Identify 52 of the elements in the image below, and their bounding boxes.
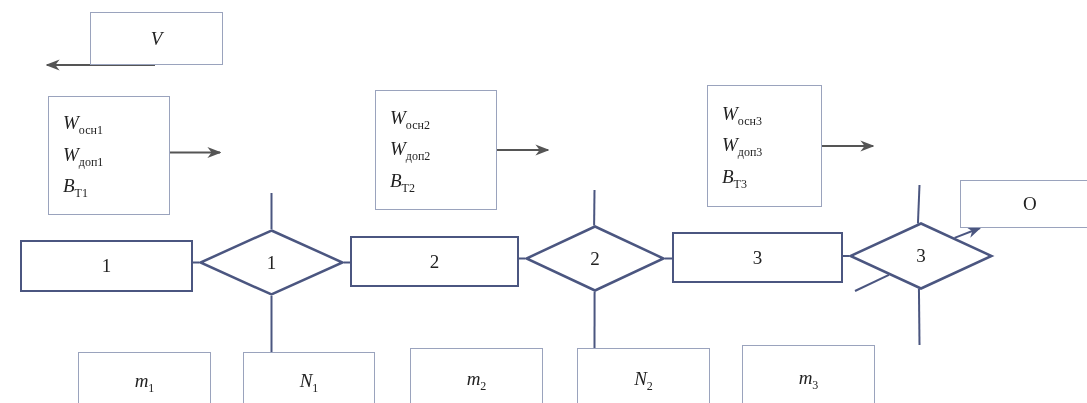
arrow [169,146,222,159]
variable-label: 3 [752,245,763,270]
text-box [78,352,211,403]
variable-label: 2 [429,249,440,274]
text-box [375,90,497,210]
variable-label: W$_{осн1}$ [63,111,103,140]
connector-line [664,257,673,260]
arrow [953,227,982,239]
variable-label: B$_{Т1}$ [63,174,88,202]
variable-label: 3 [916,244,926,269]
variable-label: B$_{Т3}$ [722,164,747,193]
connector-line [854,273,890,292]
process-box [350,236,519,287]
connector-line [270,192,273,230]
variable-label: 1 [266,250,277,275]
connector-line [593,189,596,227]
variable-label: N$_{1}$ [299,369,319,398]
text-box [742,345,875,403]
decision-diamond [849,222,993,290]
decision-diamond [525,225,665,292]
text-box [48,96,170,215]
decision-diamond [199,229,344,296]
variable-label: B$_{Т2}$ [390,168,415,197]
process-box [20,240,193,292]
variable-label: 2 [590,246,600,271]
variable-label: 1 [101,254,112,279]
text-box [577,348,710,403]
process-box [672,232,843,283]
variable-label: m$_{2}$ [466,367,487,396]
variable-label: W$_{доп1}$ [63,142,104,171]
connector-line [842,255,850,257]
connector-line [270,295,273,353]
variable-label: V [150,26,163,51]
arrow [821,140,875,152]
variable-label: m$_{1}$ [134,369,155,398]
connector-line [593,290,596,349]
variable-label: N$_{2}$ [634,367,653,396]
variable-label: W$_{осн3}$ [722,101,762,130]
text-box [410,348,543,403]
variable-label: m$_{3}$ [798,365,819,394]
text-box [90,12,223,65]
text-box [707,85,822,207]
variable-label: W$_{доп2}$ [390,137,431,166]
arrow [496,144,550,156]
variable-label: W$_{осн2}$ [390,105,430,134]
connector-line [917,288,921,346]
text-box [960,180,1087,228]
variable-label: W$_{доп3}$ [722,133,763,162]
connector-line [518,257,526,260]
connector-line [916,184,921,225]
variable-label: O [1023,192,1037,217]
text-box [243,352,375,403]
